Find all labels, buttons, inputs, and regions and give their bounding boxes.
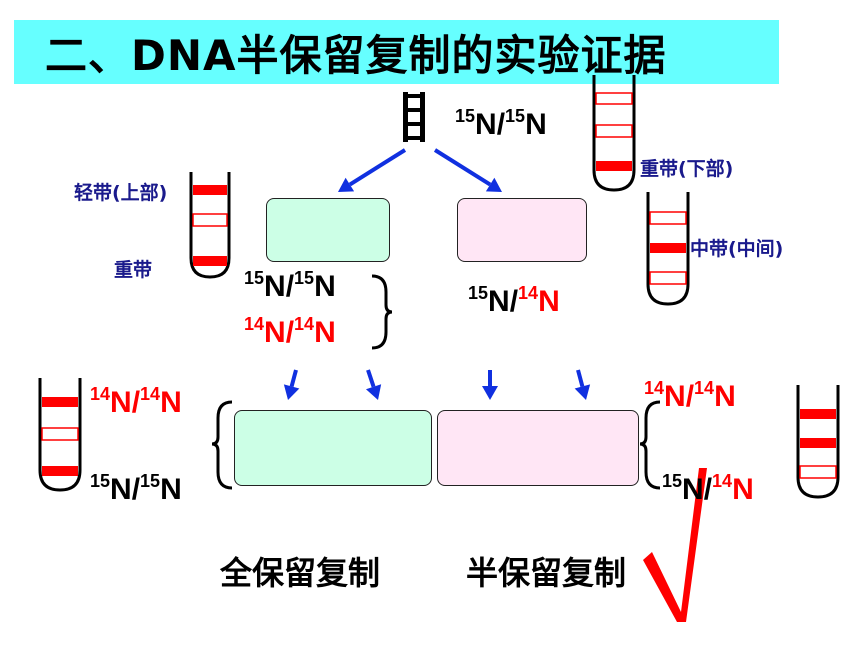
arrow-gen2-4-shaft: [576, 369, 585, 387]
gen1-right-label: 15N/14N: [468, 283, 560, 318]
parent-dna-strand-right: [420, 92, 425, 142]
tube-light-heavy-band: [193, 256, 227, 266]
parent-dna-label: 15N/15N: [455, 106, 547, 141]
arrow-gen2-1-shaft: [289, 369, 298, 387]
parent-dna-rung-left: [408, 122, 414, 126]
gen1-brace: [371, 274, 393, 350]
parent-dna-rung-right: [414, 122, 420, 126]
gen2-right-brace: [639, 400, 661, 490]
tube-gen2-left-band: [42, 397, 78, 407]
tube-gen2-right: [796, 385, 840, 499]
tube-middle-band: [649, 271, 687, 285]
page-title: 二、DNA半保留复制的实验证据: [45, 31, 667, 80]
gen2-left-bottom-label: 15N/15N: [90, 471, 182, 506]
tube-heavy-bottom: [592, 75, 636, 192]
gen2-semiconservative-box: [437, 410, 639, 486]
tube-gen2-right-band: [800, 409, 836, 419]
tube-gen2-right-band: [799, 465, 837, 479]
gen2-conservative-box: [234, 410, 432, 486]
heavy-band-bottom-label: 重带(下部): [640, 158, 734, 180]
tube-middle-band: [649, 211, 687, 225]
tube-middle: [646, 192, 690, 306]
arrow-parent-left-shaft: [348, 148, 407, 187]
tube-middle-band: [650, 243, 686, 253]
gen2-left-top-label: 14N/14N: [90, 384, 182, 419]
tube-gen2-left-band: [41, 427, 79, 441]
parent-dna-rung-right: [414, 108, 420, 112]
light-band-label: 轻带(上部): [74, 182, 168, 204]
arrow-gen2-2-head: [365, 384, 382, 400]
gen2-left-brace: [211, 400, 233, 490]
tube-heavy-bottom-band: [596, 161, 632, 171]
caption-semi-conservative: 半保留复制: [466, 554, 627, 592]
tube-gen2-left: [38, 378, 82, 492]
tube-heavy-bottom-band: [595, 124, 633, 138]
arrow-gen2-3-head: [482, 386, 498, 400]
heavy-band-label: 重带: [114, 259, 153, 281]
arrow-gen2-1-head: [283, 384, 300, 400]
middle-band-label: 中带(中间): [690, 238, 784, 260]
tube-gen2-right-band: [800, 438, 836, 448]
parent-dna-rung-right: [414, 94, 420, 98]
parent-dna-rung-left: [408, 108, 414, 112]
gen1-conservative-box: [266, 198, 390, 262]
gen1-semiconservative-box: [457, 198, 587, 262]
parent-dna-rung-left: [408, 136, 414, 140]
tube-light-heavy-band: [192, 213, 228, 227]
title-banner: [14, 20, 779, 84]
tube-gen2-left-band: [42, 466, 78, 476]
arrow-gen2-2-shaft: [366, 369, 376, 388]
tube-heavy-bottom-band: [595, 92, 633, 105]
arrow-parent-right-head: [485, 177, 502, 192]
arrow-parent-right-shaft: [433, 148, 492, 187]
check-mark-icon: [643, 468, 707, 622]
tube-light-heavy-band: [193, 185, 227, 195]
parent-dna-rung-left: [408, 94, 414, 98]
tube-light-heavy: [189, 172, 231, 279]
gen1-left-label-1: 15N/15N: [244, 268, 336, 303]
arrow-parent-left-head: [338, 177, 355, 192]
gen2-right-top-label: 14N/14N: [644, 378, 736, 413]
gen1-left-label-2: 14N/14N: [244, 314, 336, 349]
parent-dna-strand-left: [403, 92, 408, 142]
parent-dna-rung-right: [414, 136, 420, 140]
caption-conservative: 全保留复制: [220, 554, 381, 592]
arrow-gen2-4-head: [574, 384, 591, 400]
gen2-right-bottom-label: 15N/14N: [662, 471, 754, 506]
